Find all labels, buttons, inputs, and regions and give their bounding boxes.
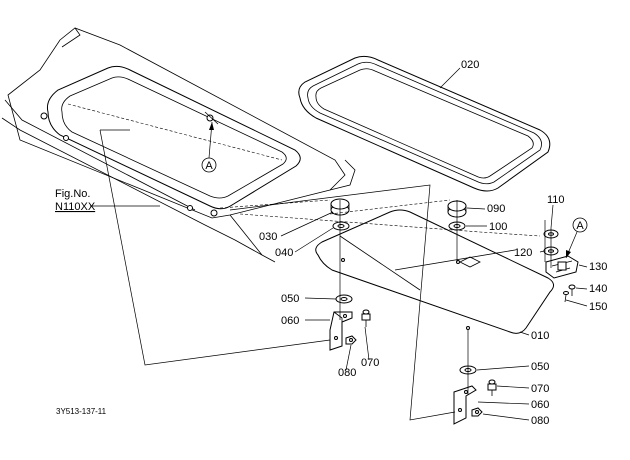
callout-110: 110 bbox=[547, 194, 565, 206]
bracket-060-lower bbox=[453, 385, 477, 425]
callout-150: 150 bbox=[589, 301, 607, 313]
washer-040 bbox=[332, 221, 350, 231]
callout-080-lower: 080 bbox=[531, 415, 549, 427]
view-a-label: A bbox=[205, 160, 213, 172]
callout-090: 090 bbox=[487, 203, 505, 215]
bolt-070-upper bbox=[361, 309, 371, 327]
weather-seal-020 bbox=[298, 55, 551, 192]
bolt-070-lower bbox=[487, 379, 497, 396]
callout-100: 100 bbox=[489, 221, 507, 233]
roof-panel bbox=[1, 27, 356, 263]
glass-panel-010 bbox=[315, 209, 554, 334]
callout-060-lower: 060 bbox=[531, 399, 549, 411]
callout-020: 020 bbox=[461, 59, 479, 71]
view-a-marker-roof: A bbox=[201, 121, 217, 173]
view-a-marker-hinge: A bbox=[565, 217, 588, 259]
view-a-label-2: A bbox=[576, 220, 584, 232]
washer-050-upper bbox=[335, 294, 353, 304]
latch-130 bbox=[545, 255, 579, 279]
callout-040: 040 bbox=[275, 247, 293, 259]
callout-010: 010 bbox=[531, 330, 549, 342]
callout-leaders bbox=[280, 67, 588, 421]
callout-030: 030 bbox=[259, 231, 277, 243]
screw-150 bbox=[563, 291, 569, 303]
callout-060-upper: 060 bbox=[281, 315, 299, 327]
callout-labels: 020 030 040 050 060 070 080 090 100 110 … bbox=[259, 59, 607, 427]
callout-080-upper: 080 bbox=[338, 367, 356, 379]
callout-130: 130 bbox=[589, 261, 607, 273]
callout-070-upper: 070 bbox=[361, 357, 379, 369]
callout-120: 120 bbox=[514, 247, 532, 259]
drawing-code: 3Y513-137-11 bbox=[56, 407, 107, 416]
nut-080-upper bbox=[345, 335, 357, 345]
callout-050-lower: 050 bbox=[531, 361, 549, 373]
bracket-060-upper bbox=[329, 311, 353, 351]
callout-140: 140 bbox=[589, 283, 607, 295]
fig-no-value: N110XX bbox=[55, 201, 96, 213]
fig-no-label: Fig.No. bbox=[55, 188, 90, 200]
nut-080-lower bbox=[471, 407, 483, 417]
callout-050-upper: 050 bbox=[281, 293, 299, 305]
callout-070-lower: 070 bbox=[531, 383, 549, 395]
screw-140 bbox=[568, 284, 576, 296]
assembly-lines bbox=[99, 129, 552, 421]
